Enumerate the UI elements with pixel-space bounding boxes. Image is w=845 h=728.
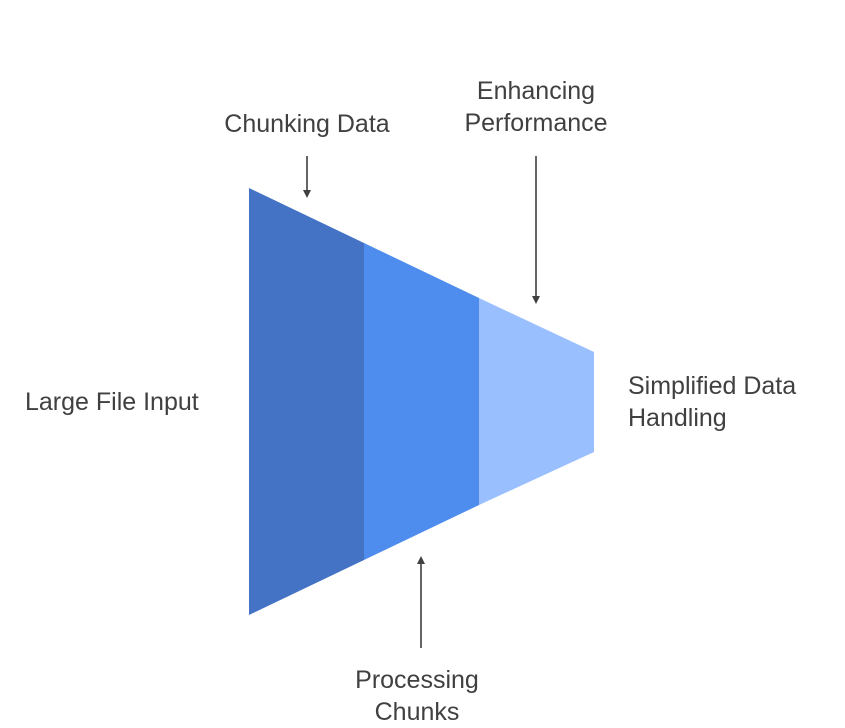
label-processing-chunks-line-1: Processing	[355, 666, 479, 694]
label-simplified-data-handling: Simplified Data Handling	[628, 370, 796, 434]
label-enhancing-performance: Enhancing Performance	[436, 75, 636, 139]
label-large-file-input-text: Large File Input	[25, 388, 199, 416]
label-chunking-data: Chunking Data	[207, 108, 407, 140]
label-large-file-input: Large File Input	[25, 386, 199, 418]
label-enhancing-performance-line-2: Performance	[464, 109, 608, 137]
label-enhancing-performance-line-1: Enhancing	[476, 77, 596, 105]
label-chunking-data-text: Chunking Data	[224, 110, 390, 138]
funnel-segment-3	[479, 298, 594, 505]
label-simplified-data-handling-line-1: Simplified Data	[628, 372, 797, 400]
funnel-segment-1	[249, 188, 364, 615]
label-simplified-data-handling-line-2: Handling	[628, 404, 727, 432]
label-processing-chunks-line-2: Chunks	[374, 698, 460, 726]
funnel-segment-2	[364, 243, 479, 560]
label-processing-chunks: Processing Chunks	[317, 664, 517, 728]
